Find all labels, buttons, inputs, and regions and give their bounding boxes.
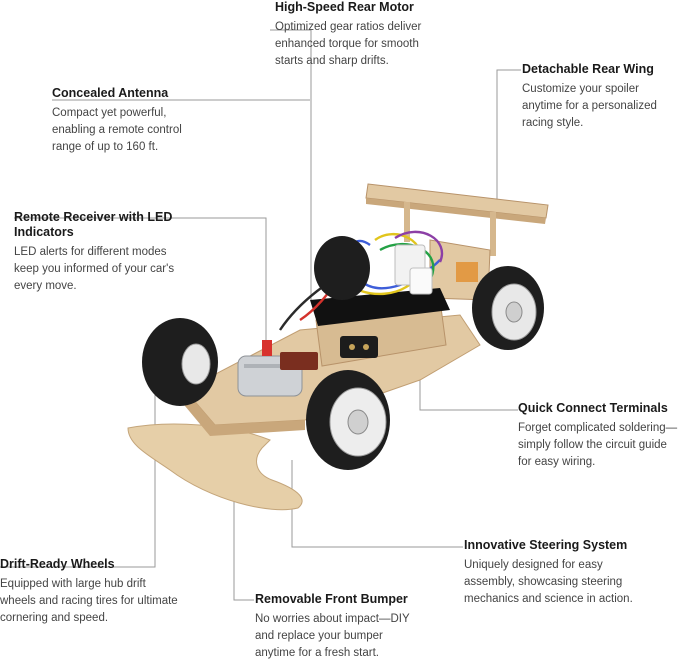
leader-steering <box>291 460 463 548</box>
callout-bumper-desc: No worries about impact—DIY and replace … <box>255 613 410 659</box>
receiver-board <box>280 352 318 370</box>
rear-wing-edge <box>366 198 546 224</box>
gearbox <box>456 262 478 282</box>
callout-wing-desc: Customize your spoiler anytime for a per… <box>522 83 657 129</box>
wheel-rear-left <box>314 236 370 300</box>
wheel-rear-right <box>472 266 544 350</box>
callout-terminals-desc: Forget complicated soldering—simply foll… <box>518 422 678 468</box>
receiver-led <box>262 340 272 356</box>
connector-terminals-2 <box>409 267 433 295</box>
front-bumper <box>127 423 303 511</box>
callout-wheels-desc: Equipped with large hub drift wheels and… <box>0 578 178 624</box>
callout-receiver-desc: LED alerts for different modes keep you … <box>14 246 175 292</box>
wheel-front-left <box>142 318 218 406</box>
callout-terminals: Quick Connect Terminals Forget complicat… <box>518 401 678 471</box>
callout-wing: Detachable Rear Wing Customize your spoi… <box>522 62 677 132</box>
chassis-edge <box>180 390 305 436</box>
callout-steering-title: Innovative Steering System <box>464 538 628 552</box>
wing-strut-left <box>404 202 410 242</box>
switch-block <box>340 336 378 358</box>
callout-antenna: Concealed Antenna Compact yet powerful, … <box>52 86 212 156</box>
callout-wheels-title: Drift-Ready Wheels <box>0 557 115 571</box>
callout-antenna-title: Concealed Antenna <box>52 86 169 100</box>
switch-led-a <box>349 344 355 350</box>
callout-motor: High-Speed Rear Motor Optimized gear rat… <box>275 0 440 70</box>
callout-bumper-title: Removable Front Bumper <box>255 592 408 606</box>
callout-steering-desc: Uniquely designed for easy assembly, sho… <box>464 559 633 605</box>
wing-strut-right <box>490 212 496 256</box>
callout-receiver-title: Remote Receiver with LED Indicators <box>14 210 173 239</box>
switch-led-b <box>363 344 369 350</box>
callout-bumper: Removable Front Bumper No worries about … <box>255 592 425 662</box>
motor-band <box>244 364 296 368</box>
callout-motor-desc: Optimized gear ratios deliver enhanced t… <box>275 21 422 67</box>
callout-receiver: Remote Receiver with LED Indicators LED … <box>14 210 189 295</box>
callout-motor-title: High-Speed Rear Motor <box>275 0 414 14</box>
callout-steering: Innovative Steering System Uniquely desi… <box>464 538 649 608</box>
wheel-front-right <box>306 370 390 470</box>
leader-lines <box>0 29 521 601</box>
leader-wing <box>496 69 521 200</box>
leader-receiver <box>14 217 267 340</box>
callout-wheels: Drift-Ready Wheels Equipped with large h… <box>0 557 178 627</box>
callout-terminals-title: Quick Connect Terminals <box>518 401 668 415</box>
leader-wheels <box>0 380 156 568</box>
leader-motor <box>270 29 312 300</box>
leader-bumper <box>233 462 254 601</box>
callout-antenna-desc: Compact yet powerful, enabling a remote … <box>52 107 182 153</box>
callout-wing-title: Detachable Rear Wing <box>522 62 654 76</box>
